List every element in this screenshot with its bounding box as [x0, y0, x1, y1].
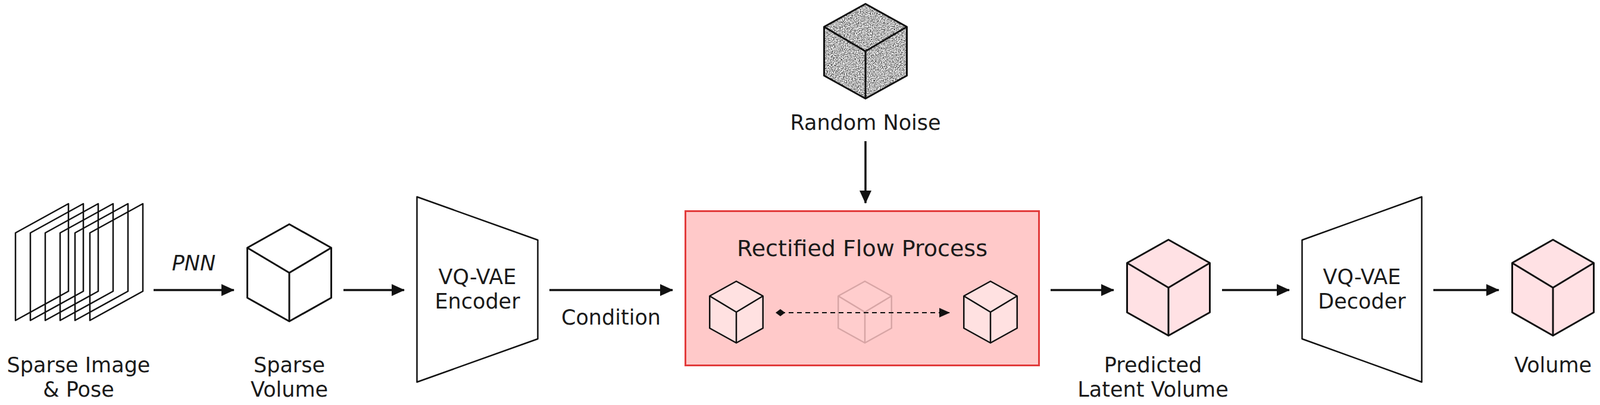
- image-stack-shape: [14, 202, 143, 322]
- flow-arrow: [1222, 288, 1290, 292]
- node-label: Sparse Image & Pose: [4, 352, 153, 402]
- encoder-trapezoid: VQ-VAE Encoder: [416, 195, 539, 383]
- process-box: Rectified Flow Process: [684, 210, 1040, 367]
- trapezoid-outline: [1302, 197, 1423, 383]
- cube-edge: [709, 295, 764, 343]
- node-label: Random Noise: [746, 110, 985, 136]
- edge-label: PNN: [169, 251, 218, 276]
- cube-edge: [1127, 263, 1211, 336]
- flow-arrow: [343, 288, 405, 292]
- flow-illustration: [686, 211, 1039, 365]
- cube-edge: [1512, 263, 1595, 336]
- cube-outline: [963, 280, 1018, 343]
- volume-cube: Sparse Volume: [229, 222, 349, 323]
- image-frame: [75, 203, 128, 321]
- cube-outline: [247, 224, 332, 322]
- decoder-trapezoid: VQ-VAE Decoder: [1301, 195, 1423, 383]
- volume-cube: Volume: [1493, 238, 1600, 337]
- latent-cube: Predicted Latent Volume: [1087, 238, 1250, 337]
- noise-cube: Random Noise: [746, 2, 985, 100]
- node-label: Predicted Latent Volume: [1072, 352, 1234, 402]
- cube-outline: [709, 280, 764, 343]
- cube-outline: [824, 4, 908, 99]
- image-stack: Sparse Image & Pose: [4, 202, 153, 322]
- cube-outline: [1512, 239, 1595, 336]
- node-label: VQ-VAE Decoder: [1305, 264, 1419, 314]
- node-label: Volume: [1493, 352, 1600, 378]
- volume-cube-shape: [245, 222, 333, 323]
- flow-arrow: [864, 141, 867, 203]
- flow-arrow: [1433, 288, 1499, 292]
- cube-edge: [963, 295, 1018, 343]
- flow-arrow: [153, 288, 234, 292]
- node-label: VQ-VAE Encoder: [420, 264, 534, 314]
- noise-cube-shape: [822, 2, 909, 100]
- edge-label: Condition: [558, 305, 664, 330]
- image-frame: [60, 203, 114, 321]
- box-title: Rectified Flow Process: [686, 234, 1039, 262]
- flow-arrow: [549, 288, 673, 292]
- trapezoid-outline: [417, 197, 539, 383]
- cube-edge: [824, 26, 908, 99]
- node-label: Sparse Volume: [229, 352, 349, 402]
- volume-cube-shape: [1510, 238, 1596, 337]
- cube-outline: [1127, 239, 1211, 336]
- dashed-interpolation: [780, 311, 950, 314]
- latent-cube-shape: [1125, 238, 1212, 337]
- flow-arrow: [1050, 288, 1114, 292]
- cube-edge: [247, 247, 332, 322]
- cube-edge: [838, 295, 892, 343]
- image-frame: [89, 203, 143, 321]
